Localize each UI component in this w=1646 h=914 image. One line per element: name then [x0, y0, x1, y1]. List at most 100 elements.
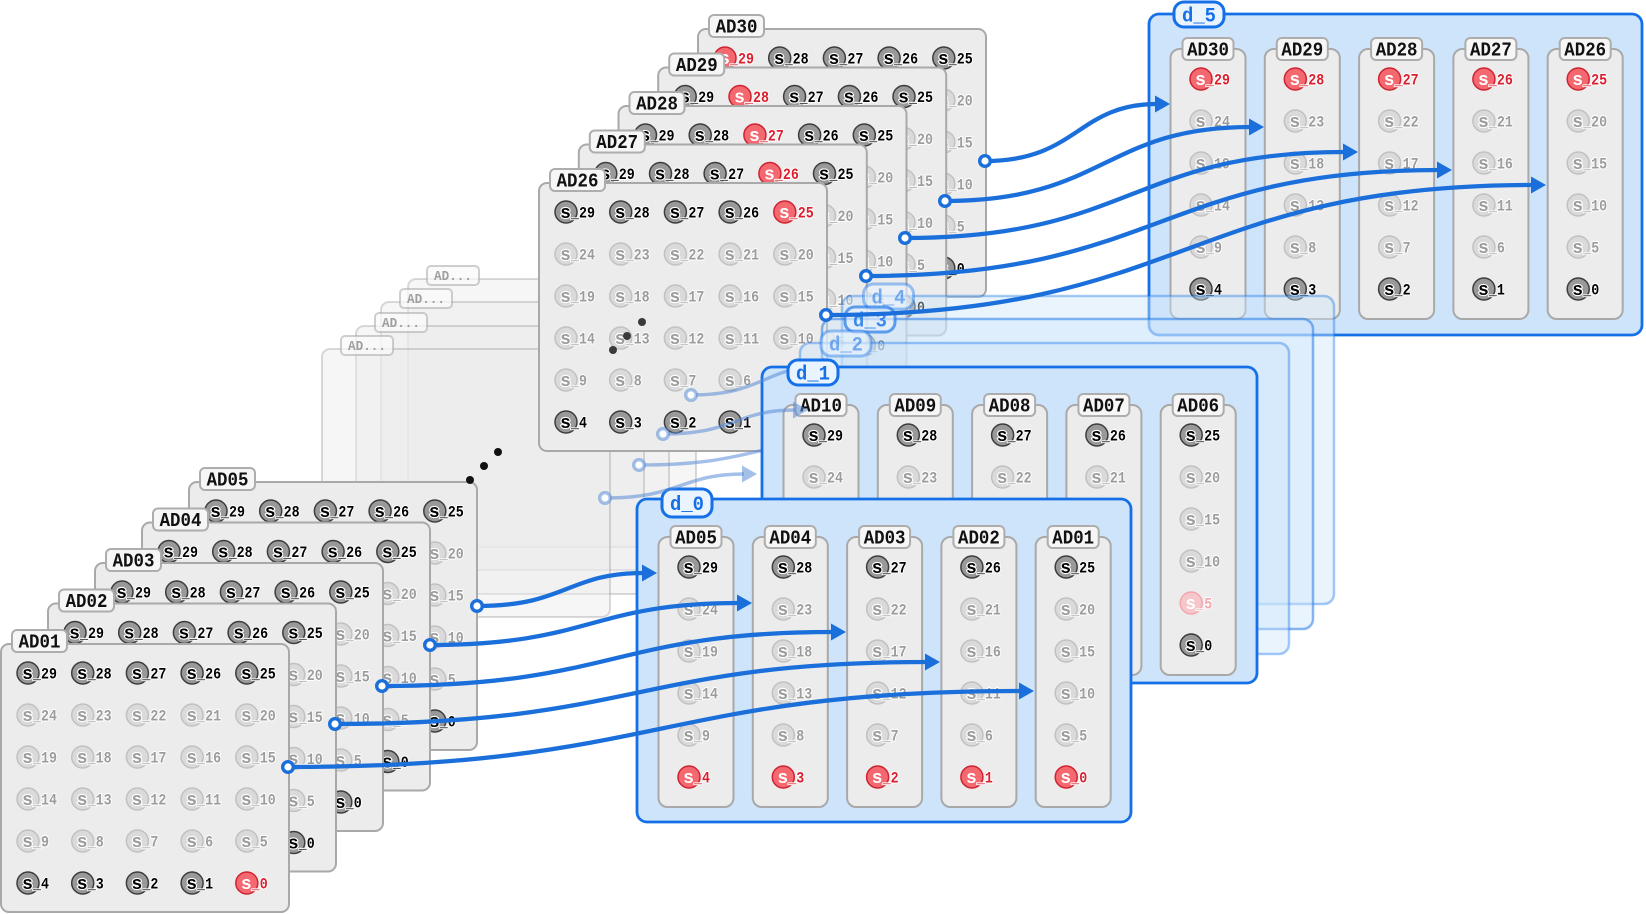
svg-text:_10: _10 — [1582, 198, 1607, 216]
svg-text:s: s — [77, 749, 88, 769]
svg-text:s: s — [1185, 637, 1196, 657]
svg-text:s: s — [966, 643, 977, 663]
svg-text:s: s — [872, 727, 883, 747]
svg-text:s: s — [1572, 113, 1583, 133]
svg-text:s: s — [288, 625, 299, 645]
svg-text:s: s — [724, 372, 735, 392]
svg-text:s: s — [280, 584, 291, 604]
svg-text:s: s — [828, 50, 839, 70]
svg-text:s: s — [335, 626, 346, 646]
svg-text:_28: _28 — [912, 428, 937, 446]
svg-text:_25: _25 — [345, 585, 370, 603]
svg-text:s: s — [218, 544, 229, 564]
svg-text:s: s — [241, 707, 252, 727]
svg-text:s: s — [241, 749, 252, 769]
svg-text:_27: _27 — [236, 585, 261, 603]
svg-text:s: s — [997, 469, 1008, 489]
svg-text:_17: _17 — [142, 750, 167, 768]
svg-text:_27: _27 — [759, 128, 784, 146]
svg-text:_3: _3 — [625, 415, 642, 433]
svg-text:_27: _27 — [330, 504, 355, 522]
svg-text:s: s — [1289, 155, 1300, 175]
svg-text:s: s — [1091, 427, 1102, 447]
svg-text:_4: _4 — [693, 770, 710, 788]
svg-text:s: s — [22, 875, 33, 895]
svg-text:s: s — [683, 643, 694, 663]
svg-text:s: s — [241, 791, 252, 811]
svg-text:s: s — [872, 643, 883, 663]
svg-text:s: s — [1478, 197, 1489, 217]
svg-text:s: s — [789, 89, 800, 109]
svg-text:_2: _2 — [1394, 282, 1411, 300]
svg-text:_10: _10 — [829, 292, 854, 310]
svg-text:AD05: AD05 — [675, 527, 717, 549]
svg-text:s: s — [683, 727, 694, 747]
svg-text:_20: _20 — [1070, 602, 1095, 620]
svg-text:s: s — [22, 749, 33, 769]
svg-text:_6: _6 — [976, 728, 993, 746]
svg-text:s: s — [1384, 239, 1395, 259]
svg-text:_29: _29 — [570, 205, 595, 223]
svg-text:s: s — [858, 127, 869, 147]
svg-text:_29: _29 — [693, 560, 718, 578]
svg-text:s: s — [429, 503, 440, 523]
svg-text:_26: _26 — [774, 166, 799, 184]
svg-text:AD...: AD... — [382, 316, 420, 332]
svg-text:_21: _21 — [976, 602, 1001, 620]
svg-text:_15: _15 — [1070, 644, 1095, 662]
svg-text:s: s — [186, 749, 197, 769]
svg-text:_20: _20 — [251, 708, 276, 726]
svg-text:_23: _23 — [787, 602, 812, 620]
svg-text:s: s — [1289, 113, 1300, 133]
svg-text:_29: _29 — [126, 585, 151, 603]
svg-text:_0: _0 — [1582, 282, 1599, 300]
svg-text:_9: _9 — [32, 834, 49, 852]
svg-text:_23: _23 — [87, 708, 112, 726]
svg-text:s: s — [1060, 727, 1071, 747]
svg-text:_9: _9 — [1205, 240, 1222, 258]
svg-text:s: s — [683, 685, 694, 705]
svg-text:_15: _15 — [868, 212, 893, 230]
svg-text:s: s — [724, 204, 735, 224]
svg-text:s: s — [335, 584, 346, 604]
svg-text:s: s — [1060, 559, 1071, 579]
svg-text:s: s — [1572, 281, 1583, 301]
svg-text:AD...: AD... — [348, 339, 386, 355]
svg-text:_21: _21 — [1488, 114, 1513, 132]
svg-text:_29: _29 — [173, 544, 198, 562]
svg-text:_8: _8 — [787, 728, 804, 746]
svg-text:_18: _18 — [1299, 156, 1324, 174]
svg-text:s: s — [615, 372, 626, 392]
svg-text:s: s — [272, 544, 283, 564]
svg-text:AD28: AD28 — [1376, 39, 1418, 61]
svg-text:s: s — [1195, 281, 1206, 301]
svg-text:_25: _25 — [439, 504, 464, 522]
svg-text:_11: _11 — [734, 331, 759, 349]
svg-text:s: s — [777, 601, 788, 621]
svg-text:s: s — [131, 665, 142, 685]
svg-text:s: s — [241, 875, 252, 895]
svg-text:s: s — [178, 625, 189, 645]
svg-text:s: s — [669, 288, 680, 308]
svg-text:s: s — [186, 707, 197, 727]
svg-text:_25: _25 — [1070, 560, 1095, 578]
svg-text:_1: _1 — [1488, 282, 1505, 300]
svg-text:_29: _29 — [650, 128, 675, 146]
svg-text:AD01: AD01 — [1052, 527, 1094, 549]
svg-text:s: s — [1478, 113, 1489, 133]
svg-text:_20: _20 — [829, 208, 854, 226]
svg-text:_27: _27 — [799, 89, 824, 107]
svg-text:_13: _13 — [787, 686, 812, 704]
svg-text:_11: _11 — [976, 686, 1001, 704]
svg-text:_15: _15 — [251, 750, 276, 768]
svg-text:s: s — [669, 372, 680, 392]
svg-text:s: s — [777, 643, 788, 663]
svg-text:s: s — [131, 875, 142, 895]
svg-text:_12: _12 — [1394, 198, 1419, 216]
svg-text:s: s — [77, 791, 88, 811]
svg-text:_29: _29 — [32, 666, 57, 684]
svg-text:_9: _9 — [570, 373, 587, 391]
svg-text:_10: _10 — [948, 177, 973, 195]
svg-text:AD05: AD05 — [207, 469, 249, 491]
svg-text:s: s — [749, 127, 760, 147]
